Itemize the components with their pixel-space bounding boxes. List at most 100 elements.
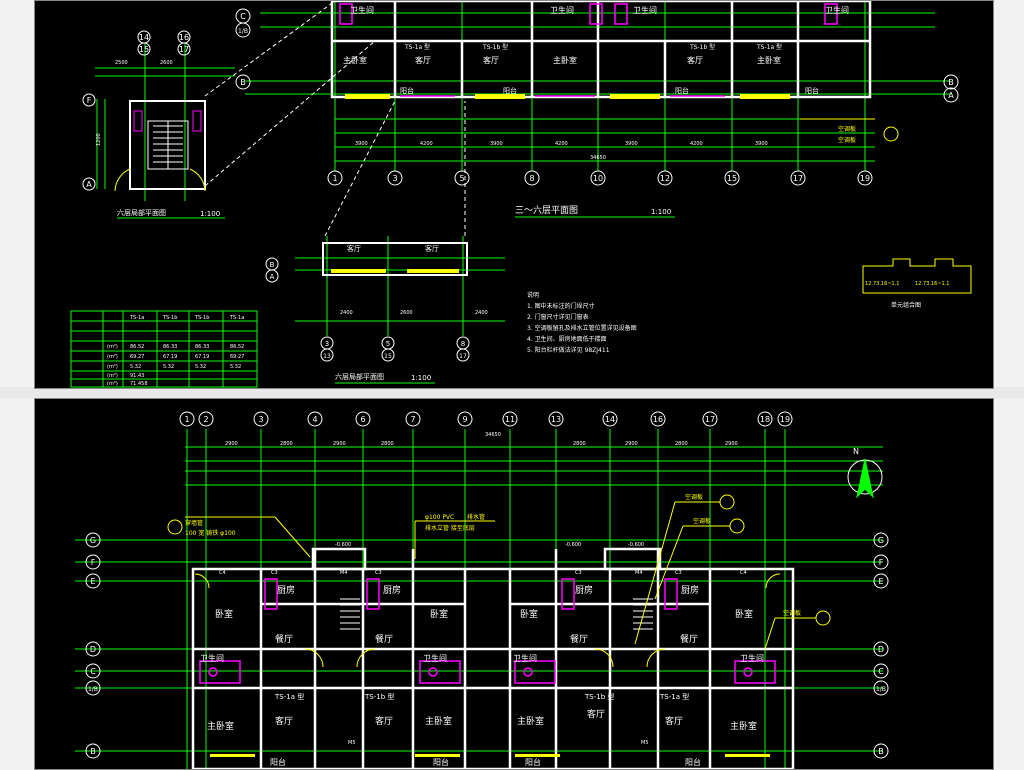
balcony-detail: 客厅 客厅 2400 2600 2400 B A 3 5 8 13 15 17 … <box>265 236 505 384</box>
detail-leader-lines <box>204 1 466 237</box>
table-cell: 5.32 <box>163 364 174 370</box>
balcony-label: 阳台 <box>675 86 689 95</box>
north-arrow-icon: N <box>847 447 883 499</box>
axis-label: 5 <box>459 174 464 183</box>
dim-text: 4200 <box>690 141 703 147</box>
balcony-label: 阳台 <box>685 757 701 767</box>
dim-text: 2800 <box>381 441 394 447</box>
room-label: 主卧室 <box>517 715 544 727</box>
axis-label: F <box>91 558 96 567</box>
room-label: 客厅 <box>587 708 605 720</box>
overall-dim: 34650 <box>485 432 501 438</box>
balcony-detail-title: 六层局部平面图 <box>335 372 384 381</box>
window-tag: C3 <box>675 570 682 576</box>
room-label: 主卧室 <box>730 720 757 732</box>
note-line: 1. 图中未标注的门垛尺寸 <box>527 302 595 310</box>
drawing-sheet-bottom: 1 2 3 4 6 7 9 11 13 14 16 17 18 19 34650… <box>34 398 994 770</box>
axis-label: 8 <box>461 340 465 348</box>
door-tag: M4 <box>635 570 643 576</box>
dim-text: 2400 <box>340 310 353 316</box>
drawing-sheet-top: 14 16 15 17 F A 2500 2600 1200 六层局部平面图 1… <box>34 0 994 389</box>
area-table: TS-1a TS-1b TS-1b TS-1a (m²) 86.52 86.33… <box>70 310 258 388</box>
room-label: 厨房 <box>681 584 699 596</box>
type-label: TS-1b 型 <box>482 43 508 51</box>
room-label: 厨房 <box>575 584 593 596</box>
room-label: 卫生间 <box>633 5 657 15</box>
stair-dim: 2600 <box>160 60 173 66</box>
note-line: 2. 门窗尺寸详见门窗表 <box>527 313 589 321</box>
room-label: 主卧室 <box>207 720 234 732</box>
room-label: 卧室 <box>430 608 448 620</box>
axis-label: 12 <box>660 174 670 183</box>
bottom-balcony-rails <box>210 754 770 757</box>
axis-label: C <box>878 667 884 676</box>
main-plan-axis-bubbles <box>235 8 959 186</box>
balcony-rails <box>345 94 790 99</box>
door-tag: M5 <box>641 740 649 746</box>
table-cell: 5.32 <box>230 364 241 370</box>
level-tag: -0.600 <box>628 542 644 548</box>
callout-label: φ100 PVC <box>425 514 454 521</box>
stair-axis-label: F <box>87 96 92 105</box>
key-plan: 12.73.16~1.1 12.73.16~1.1 单元组合图 <box>862 258 972 309</box>
bottom-type-labels: TS-1a 型 TS-1b 型 TS-1b 型 TS-1a 型 <box>274 692 689 701</box>
north-label: N <box>853 447 859 456</box>
callout-label: 空调板 <box>838 136 856 144</box>
main-plan-dims: 3900 4200 3900 4200 3900 4200 3900 34650 <box>355 141 768 161</box>
balcony-label: 阳台 <box>805 86 819 95</box>
balcony-label: 阳台 <box>433 757 449 767</box>
room-label: 卧室 <box>735 608 753 620</box>
bottom-axis-bubbles-sides <box>85 532 889 759</box>
axis-label: 17 <box>459 353 467 360</box>
window-tag: C3 <box>575 570 582 576</box>
balcony-label: 阳台 <box>525 757 541 767</box>
axis-label: 9 <box>462 415 467 424</box>
bottom-axis-bubbles-top <box>179 411 793 427</box>
dim-text: 4200 <box>420 141 433 147</box>
dim-text: 3900 <box>490 141 503 147</box>
room-label: 卫生间 <box>825 5 849 15</box>
table-cell: 86.52 <box>230 344 244 350</box>
axis-label: 13 <box>551 415 561 424</box>
table-cell: 5.32 <box>130 364 141 370</box>
kitchen-bath-fixtures <box>199 578 776 684</box>
note-line: 4. 卫生间、厨房地面低于楼面 <box>527 335 607 343</box>
axis-label: D <box>90 645 96 654</box>
stair-detail-title: 六层局部平面图 <box>117 208 166 217</box>
window-tag: C4 <box>219 570 226 576</box>
room-label: 餐厅 <box>680 633 698 645</box>
table-cell: 67.19 <box>195 354 209 360</box>
callout-label: 空调板 <box>783 609 801 617</box>
type-label: TS-1b 型 <box>689 43 715 51</box>
table-cell: (m²) <box>107 354 118 360</box>
axis-label: G <box>90 536 96 545</box>
main-plan-scale: 1:100 <box>651 208 671 216</box>
floor-plan-3-6: 14 16 15 17 F A 2500 2600 1200 六层局部平面图 1… <box>70 1 972 388</box>
axis-label: G <box>878 536 884 545</box>
note-line: 5. 阳台栏杆做法详见 98ZJ411 <box>527 346 610 354</box>
level-tags: -0.600 -0.600 -0.600 <box>335 542 644 548</box>
axis-label: 19 <box>860 174 870 183</box>
callout-label: 空调板 <box>693 517 711 525</box>
type-labels: TS-1a 型 TS-1b 型 TS-1b 型 TS-1a 型 <box>404 43 782 51</box>
axis-label: 17 <box>793 174 803 183</box>
dim-text: 4200 <box>555 141 568 147</box>
axis-label: 1/B <box>876 686 886 693</box>
room-label: 厨房 <box>277 584 295 596</box>
stair-axis-label: 15 <box>139 45 149 54</box>
room-label: 客厅 <box>425 244 439 253</box>
dim-text: 2800 <box>280 441 293 447</box>
room-label: 卫生间 <box>350 5 374 15</box>
level-tag: -0.600 <box>335 542 351 548</box>
type-label: TS-1b 型 <box>584 692 614 701</box>
room-label: 主卧室 <box>553 55 577 65</box>
axis-label: 8 <box>529 174 534 183</box>
table-cell: TS-1a <box>129 315 144 321</box>
room-label: 卧室 <box>215 608 233 620</box>
table-cell: 86.33 <box>163 344 177 350</box>
axis-label: 1/B <box>88 686 98 693</box>
main-plan-walls <box>330 1 872 99</box>
key-plan-title: 单元组合图 <box>891 301 921 309</box>
room-label: 主卧室 <box>343 55 367 65</box>
room-label: 卫生间 <box>200 653 224 663</box>
